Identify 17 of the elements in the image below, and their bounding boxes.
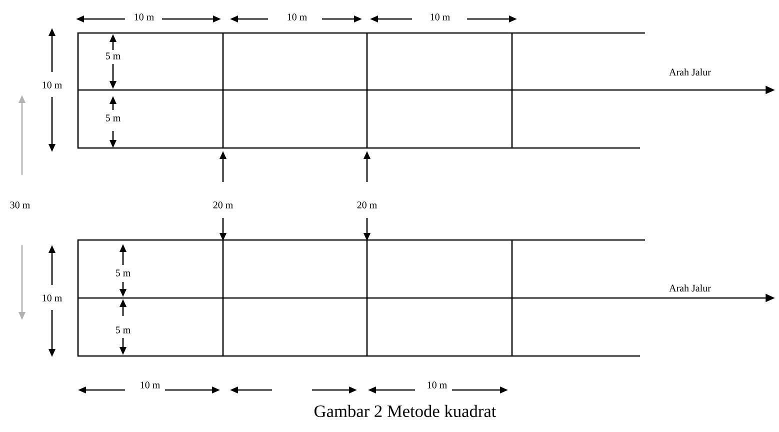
dimension-label: 10 m (134, 14, 154, 20)
dimension-label: 10 m (430, 14, 450, 20)
dimension-label: 5 m (116, 326, 130, 334)
dimension-label: 30 m (10, 202, 30, 208)
dimension-label: 10 m (428, 382, 447, 388)
dimension-label: 10 m (288, 14, 307, 20)
dimension-label: 10 m (42, 294, 62, 302)
figure-caption: Gambar 2 Metode kuadrat (314, 404, 496, 418)
direction-label: Arah Jalur (669, 284, 711, 292)
dimension-label: 20 m (357, 202, 377, 208)
dimension-label: 10 m (42, 82, 62, 88)
dimension-label: 5 m (106, 114, 120, 122)
dimension-label: 10 m (140, 382, 160, 388)
direction-label: Arah Jalur (669, 68, 711, 76)
dimension-label: 20 m (213, 202, 233, 208)
dimension-label: 5 m (116, 270, 130, 276)
dimension-label: 5 m (106, 52, 120, 60)
